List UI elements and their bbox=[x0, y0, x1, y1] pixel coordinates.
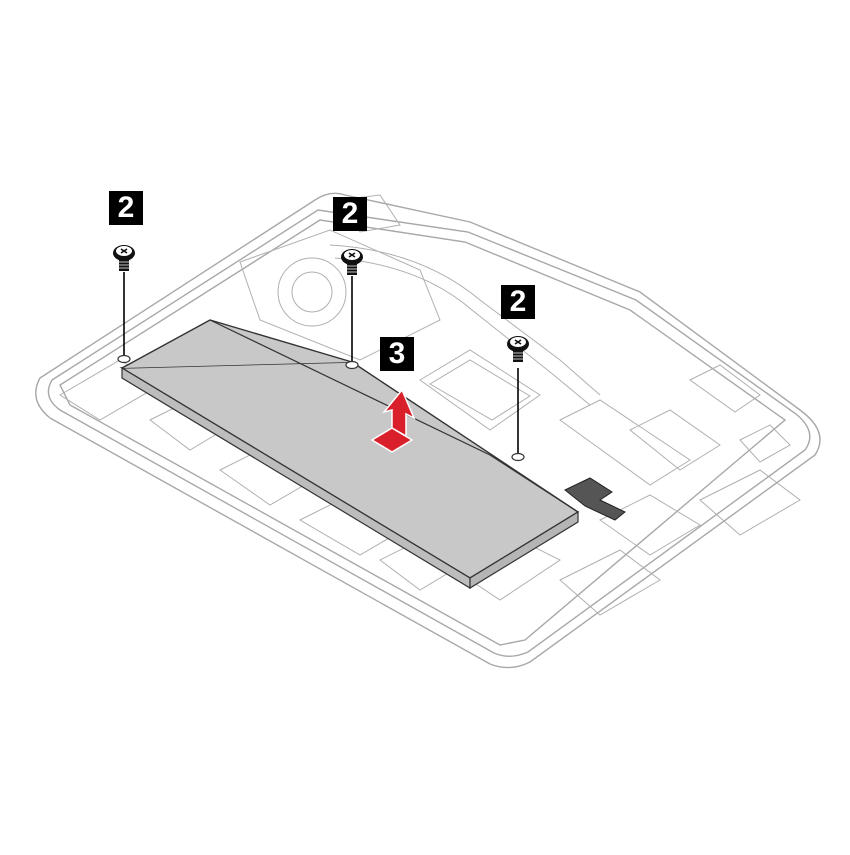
chassis-outline bbox=[35, 192, 821, 669]
callout-step-2-right: 2 bbox=[501, 285, 535, 319]
callout-step-3: 3 bbox=[380, 337, 414, 371]
callout-step-2-middle: 2 bbox=[333, 197, 367, 231]
memory-module bbox=[419, 349, 541, 431]
fan-icon bbox=[277, 257, 347, 327]
wlan-card bbox=[629, 409, 721, 471]
screw-lines bbox=[123, 272, 519, 456]
ssd-module bbox=[559, 399, 691, 486]
callout-step-2-left: 2 bbox=[109, 191, 143, 225]
battery bbox=[119, 319, 626, 590]
screw-icon bbox=[113, 245, 529, 362]
lift-arrow-icon bbox=[370, 388, 416, 453]
